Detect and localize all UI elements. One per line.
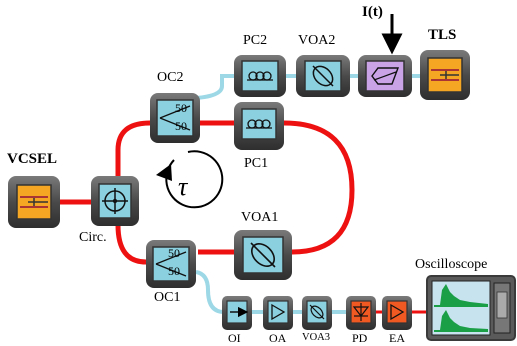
- voa2-attenuator: [296, 55, 350, 97]
- oa-label: OA: [269, 331, 287, 345]
- voa3-attenuator: [302, 296, 332, 330]
- tls-laser: [420, 50, 470, 100]
- loop-arrowhead: [156, 164, 172, 181]
- oc1-label: OC1: [154, 290, 181, 305]
- pc1-polarization-controller: [234, 102, 284, 150]
- voa1-label: VOA1: [241, 210, 279, 225]
- oc2-coupler: [150, 93, 200, 143]
- tls-label: TLS: [428, 27, 457, 43]
- vcsel-label: VCSEL: [7, 151, 58, 167]
- pc2-polarization-controller: [234, 55, 286, 97]
- fiber-pc1-to-voa1: [283, 120, 355, 255]
- ea-electronic-amplifier: [382, 296, 412, 330]
- fiber-branches: [195, 74, 430, 314]
- current-tuner: [358, 14, 412, 97]
- oc1-ratio-top: 50: [168, 246, 180, 260]
- scope-trace-lower: [434, 310, 488, 332]
- circ-label: Circ.: [79, 230, 107, 245]
- oc1-coupler: [146, 240, 196, 288]
- fiber-oc1-to-oi: [195, 270, 225, 314]
- pd-photodetector: [346, 296, 376, 330]
- circulator: [91, 176, 139, 226]
- fiber-oc2-to-pc2: [195, 74, 236, 100]
- current-label: I(t): [362, 4, 383, 20]
- oi-isolator: [222, 296, 252, 330]
- oa-amplifier: [263, 296, 293, 330]
- tau-symbol: τ: [178, 172, 188, 201]
- vcsel-module: [8, 176, 60, 228]
- oc2-ratio-bottom: 50: [175, 119, 187, 133]
- oc2-ratio-top: 50: [175, 101, 187, 115]
- pc1-label: PC1: [244, 156, 269, 171]
- loop-arrow: [165, 150, 224, 209]
- scope-trace-upper: [434, 284, 488, 307]
- fiber-ring-lower-left: [115, 224, 147, 265]
- voa3-label: VOA3: [302, 332, 330, 343]
- voa2-label: VOA2: [298, 33, 336, 48]
- fiber-ring-left: [110, 120, 155, 203]
- oscilloscope-device: [426, 275, 516, 341]
- pc2-label: PC2: [243, 33, 268, 48]
- oc2-label: OC2: [157, 70, 184, 85]
- oscilloscope-label: Oscilloscope: [415, 257, 488, 272]
- fiber-loop: [60, 120, 355, 265]
- ea-label: EA: [389, 331, 405, 345]
- pd-label: PD: [352, 331, 368, 345]
- voa1-attenuator: [234, 230, 292, 280]
- loop-delay-symbol: [156, 150, 224, 209]
- oi-label: OI: [228, 331, 241, 345]
- oc1-ratio-bottom: 50: [168, 264, 180, 278]
